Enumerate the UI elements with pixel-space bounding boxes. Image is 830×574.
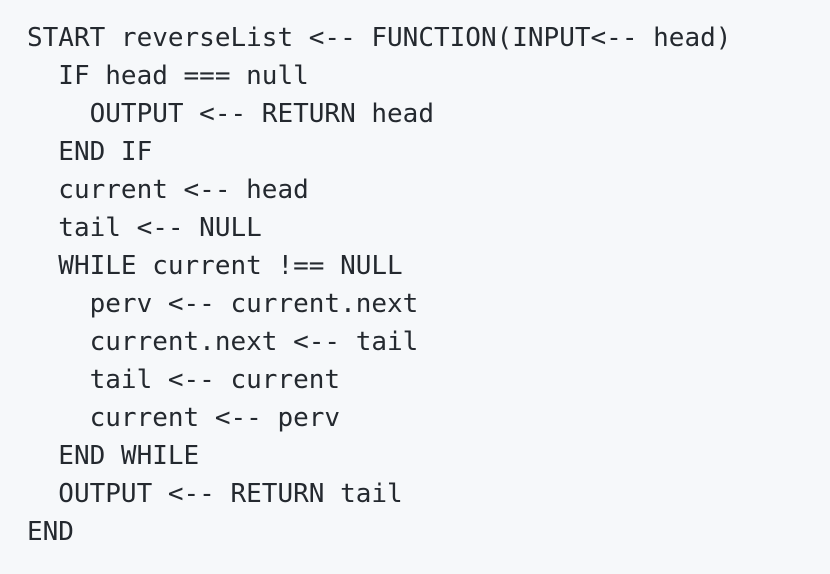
code-line: OUTPUT <-- RETURN head [27, 99, 434, 129]
code-line: tail <-- NULL [27, 213, 262, 243]
code-line: OUTPUT <-- RETURN tail [27, 479, 403, 509]
code-line: END [27, 517, 74, 547]
code-line: perv <-- current.next [27, 289, 419, 319]
code-line: END IF [27, 137, 153, 167]
code-line: current <-- perv [27, 403, 341, 433]
code-line: WHILE current !== NULL [27, 251, 403, 281]
code-line: tail <-- current [27, 365, 341, 395]
code-line: START reverseList <-- FUNCTION(INPUT<-- … [27, 23, 732, 53]
code-line: END WHILE [27, 441, 200, 471]
code-line: IF head === null [27, 61, 309, 91]
code-line: current.next <-- tail [27, 327, 419, 357]
code-line: current <-- head [27, 175, 309, 205]
